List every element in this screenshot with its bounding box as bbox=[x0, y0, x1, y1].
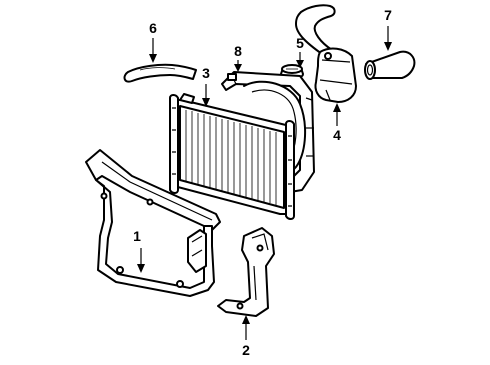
callout-8: 8 bbox=[234, 43, 242, 72]
callout-4-label: 4 bbox=[333, 127, 341, 143]
callout-2: 2 bbox=[242, 315, 250, 358]
callout-5-label: 5 bbox=[296, 35, 304, 51]
support-bracket bbox=[217, 227, 275, 317]
callout-6-label: 6 bbox=[149, 20, 157, 36]
callout-4: 4 bbox=[333, 103, 341, 143]
callout-1-label: 1 bbox=[133, 228, 141, 244]
callout-5: 5 bbox=[296, 35, 304, 68]
radiator-support bbox=[85, 149, 221, 297]
callout-1: 1 bbox=[133, 228, 145, 273]
coolant-reservoir bbox=[314, 47, 357, 103]
upper-hose bbox=[295, 4, 416, 80]
callout-3: 3 bbox=[202, 65, 210, 107]
lower-hose bbox=[123, 63, 197, 83]
callout-2-label: 2 bbox=[242, 342, 250, 358]
callout-3-label: 3 bbox=[202, 65, 210, 81]
callout-6: 6 bbox=[149, 20, 157, 63]
callout-7-label: 7 bbox=[384, 7, 392, 23]
callout-7: 7 bbox=[384, 7, 392, 51]
radiator bbox=[169, 93, 295, 220]
callout-8-label: 8 bbox=[234, 43, 242, 59]
